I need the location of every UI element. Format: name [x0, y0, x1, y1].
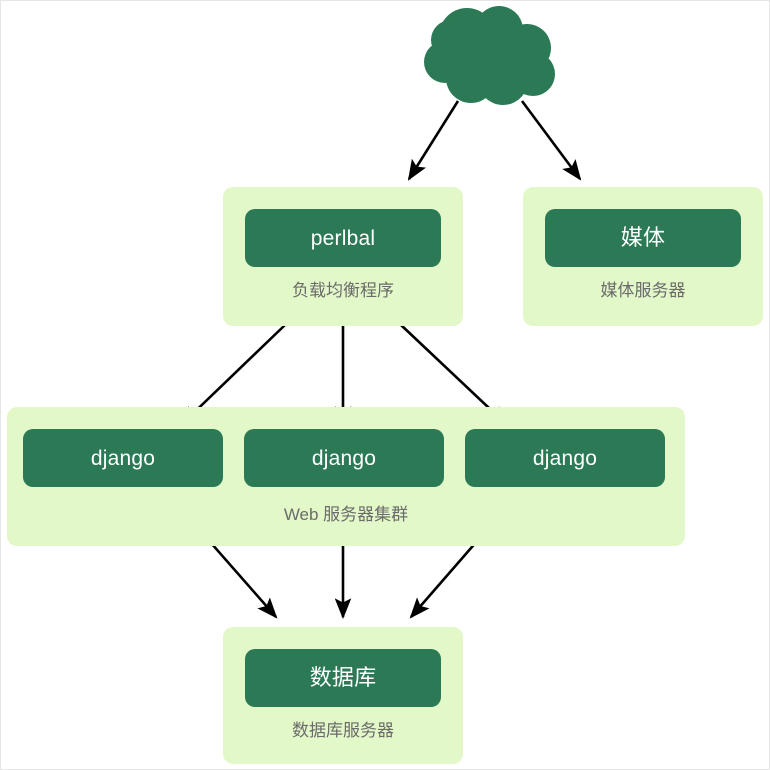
group-database-caption: 数据库服务器: [292, 721, 394, 740]
group-web-cluster-caption: Web 服务器集群: [283, 505, 409, 524]
group-load-balancer-caption: 负载均衡程序: [292, 281, 394, 300]
group-web-cluster: django django django Web 服务器集群: [7, 407, 685, 546]
node-perlbal-label: perlbal: [310, 226, 376, 250]
edge-cloud-to-load-balancer: [407, 100, 460, 181]
node-media[interactable]: 媒体: [545, 209, 741, 267]
node-django-1-label: django: [90, 446, 156, 470]
node-django-1[interactable]: django: [23, 429, 223, 487]
cloud-icon: [421, 6, 561, 106]
node-django-2-label: django: [311, 446, 377, 470]
group-database: 数据库 数据库服务器: [223, 627, 463, 764]
node-django-2[interactable]: django: [244, 429, 444, 487]
node-django-3[interactable]: django: [465, 429, 665, 487]
group-load-balancer: perlbal 负载均衡程序: [223, 187, 463, 326]
node-media-label: 媒体: [620, 225, 666, 250]
node-django-3-label: django: [532, 446, 598, 470]
group-media-caption: 媒体服务器: [600, 281, 686, 300]
cloud-shape: [424, 6, 555, 105]
node-perlbal[interactable]: perlbal: [245, 209, 441, 267]
node-database[interactable]: 数据库: [245, 649, 441, 707]
group-media: 媒体 媒体服务器: [523, 187, 763, 326]
edge-cloud-to-media: [520, 100, 582, 181]
node-database-label: 数据库: [309, 665, 377, 690]
